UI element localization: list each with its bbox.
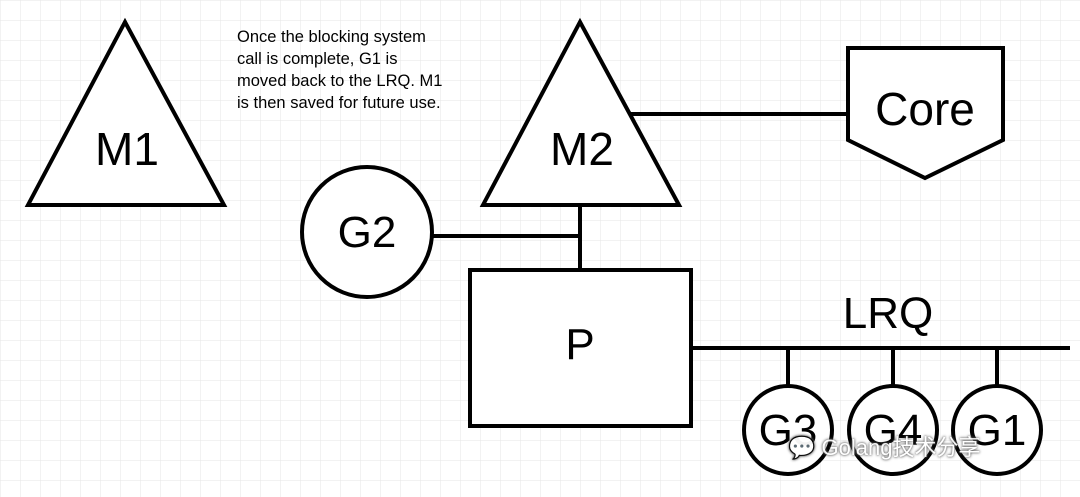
lrq-label: LRQ — [843, 289, 933, 338]
p-label: P — [565, 320, 594, 369]
p-box — [468, 268, 693, 428]
caption-text: Once the blocking system call is complet… — [237, 28, 443, 112]
core-label: Core — [875, 83, 975, 135]
m1-label: M1 — [95, 123, 159, 175]
g4-label: G4 — [864, 406, 923, 455]
g2-label: G2 — [338, 208, 397, 257]
g1-circle — [951, 384, 1043, 476]
g2-circle — [300, 165, 434, 299]
g4-circle — [847, 384, 939, 476]
watermark: 💬 Golang技术分享 — [788, 430, 980, 462]
core-shape — [846, 46, 1005, 181]
m2-label: M2 — [550, 123, 614, 175]
g3-circle — [742, 384, 834, 476]
wechat-icon: 💬 — [788, 435, 816, 460]
watermark-text: Golang技术分享 — [821, 435, 981, 460]
m1-triangle — [24, 17, 228, 207]
g3-label: G3 — [759, 406, 818, 455]
g1-label: G1 — [968, 406, 1027, 455]
